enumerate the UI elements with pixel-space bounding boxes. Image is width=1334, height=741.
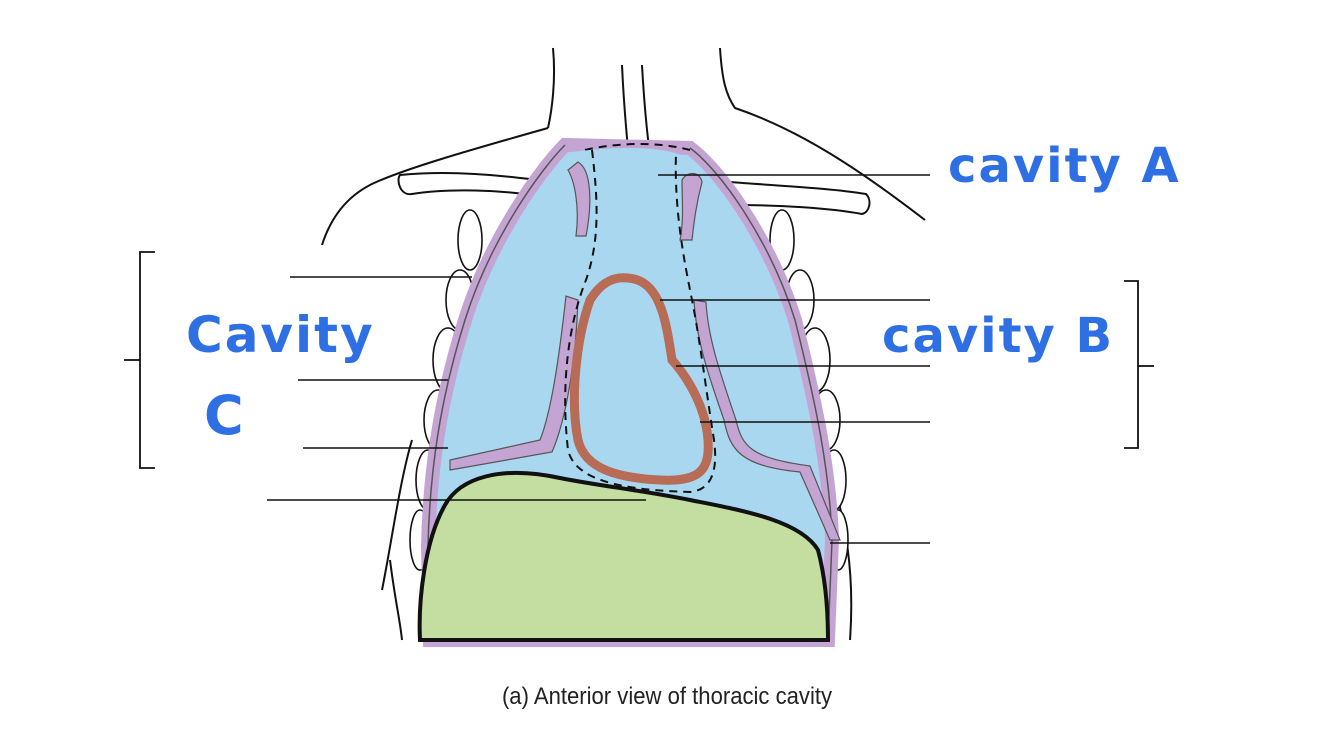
pleural-folds <box>449 161 841 541</box>
bracket-right <box>1124 280 1154 449</box>
cavity-a-annotation: cavity A <box>948 138 1181 194</box>
bracket-left <box>124 251 155 469</box>
figure-caption: (a) Anterior view of thoracic cavity <box>501 683 833 710</box>
pericardium <box>569 273 713 485</box>
cavity-c-annotation-line1: Cavity <box>186 306 375 364</box>
pleural-fill-top <box>572 147 684 200</box>
cavity-c-annotation-line2: C <box>204 384 246 447</box>
diaphragm <box>417 470 831 642</box>
leader-lines <box>267 174 930 544</box>
cavity-b-annotation: cavity B <box>882 308 1115 364</box>
clavicles <box>397 172 871 216</box>
